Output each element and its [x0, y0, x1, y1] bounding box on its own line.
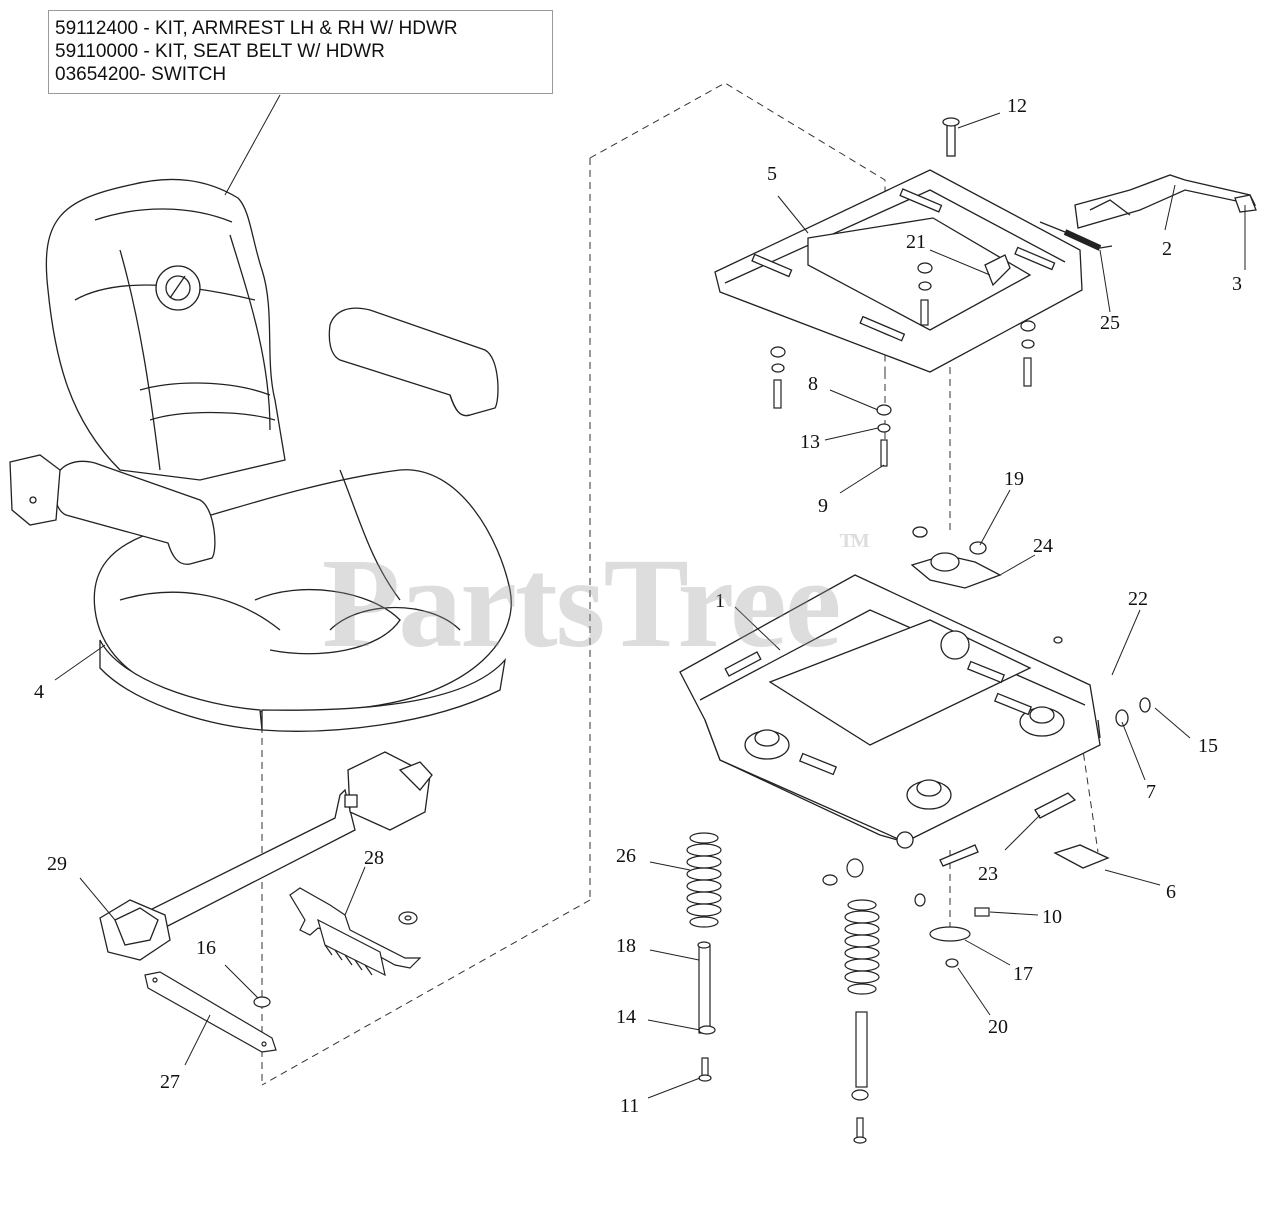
partstree-watermark: PartsTreeTM [322, 530, 870, 677]
part-7-bushing [1115, 709, 1129, 727]
small-parts-left [144, 887, 422, 1053]
callout-11: 11 [620, 1095, 639, 1117]
seat-assembly [9, 178, 512, 732]
callout-1: 1 [715, 590, 725, 612]
part-10-bolt [974, 907, 990, 917]
part-8-nut [876, 404, 892, 416]
part-3-grip [1234, 194, 1257, 213]
part-15-clip [1139, 697, 1151, 713]
callout-8: 8 [808, 373, 818, 395]
seat-belt-assembly [99, 751, 433, 961]
part-21-clip [984, 254, 1011, 287]
part-9-bolt [880, 439, 888, 467]
watermark-text: PartsTree [322, 532, 841, 674]
callout-12: 12 [1007, 95, 1027, 117]
callout-23: 23 [978, 863, 998, 885]
callout-6: 6 [1166, 881, 1176, 903]
callout-29: 29 [47, 853, 67, 875]
callout-21: 21 [906, 231, 926, 253]
part-6-bracket [1053, 844, 1110, 869]
part-20-nut [945, 958, 959, 968]
armrest-left [54, 460, 216, 565]
callout-20: 20 [988, 1016, 1008, 1038]
upper-hardware [770, 262, 1036, 467]
callout-27: 27 [160, 1071, 180, 1093]
part-23-pin [939, 844, 979, 867]
part-16-washer [253, 996, 271, 1008]
kit-info-box: 59112400 - KIT, ARMREST LH & RH W/ HDWR … [48, 10, 553, 94]
kit-line-armrest: 59112400 - KIT, ARMREST LH & RH W/ HDWR [55, 18, 458, 39]
seat-backrest [45, 178, 286, 481]
callout-16: 16 [196, 937, 216, 959]
callout-25: 25 [1100, 312, 1120, 334]
lower-seat-base [679, 526, 1151, 869]
callout-18: 18 [616, 935, 636, 957]
part-14-washer [698, 1025, 716, 1035]
callout-numbers: 1 2 3 4 5 6 7 8 9 10 11 12 13 14 15 16 1… [34, 95, 1242, 1117]
armrest-left-bracket [9, 454, 61, 526]
part-17-washer [929, 926, 971, 942]
part-25-spring [1063, 229, 1102, 251]
callout-7: 7 [1146, 781, 1156, 803]
part-2-lever [1074, 174, 1257, 229]
callout-9: 9 [818, 495, 828, 517]
callout-26: 26 [616, 845, 636, 867]
callout-10: 10 [1042, 906, 1062, 928]
callout-4: 4 [34, 681, 44, 703]
callout-13: 13 [800, 431, 820, 453]
kit-line-seat-belt: 59110000 - KIT, SEAT BELT W/ HDWR [55, 41, 385, 62]
spring-right [844, 899, 880, 995]
leader-lines [54, 94, 1246, 1099]
upper-slide-plate [714, 117, 1257, 373]
part-19-nut [969, 541, 987, 555]
part-23-shaft [1034, 792, 1077, 819]
watermark-tm: TM [839, 530, 869, 552]
callout-24: 24 [1033, 535, 1053, 557]
part-13-washer [877, 423, 891, 433]
part-26-spring [686, 832, 722, 928]
part-18-sleeve [698, 944, 711, 1034]
part-27-bar [144, 971, 277, 1053]
suspension-hardware [686, 832, 990, 1144]
callout-14: 14 [616, 1006, 636, 1028]
callout-2: 2 [1162, 238, 1172, 260]
part-28-rail-clip [289, 887, 422, 969]
callout-15: 15 [1198, 735, 1218, 757]
callout-3: 3 [1232, 273, 1242, 295]
callout-5: 5 [767, 163, 777, 185]
callout-22: 22 [1128, 588, 1148, 610]
kit-line-switch: 03654200- SWITCH [55, 64, 227, 85]
callout-28: 28 [364, 847, 384, 869]
armrest-right [328, 307, 499, 417]
callout-19: 19 [1004, 468, 1024, 490]
callout-17: 17 [1013, 963, 1033, 985]
